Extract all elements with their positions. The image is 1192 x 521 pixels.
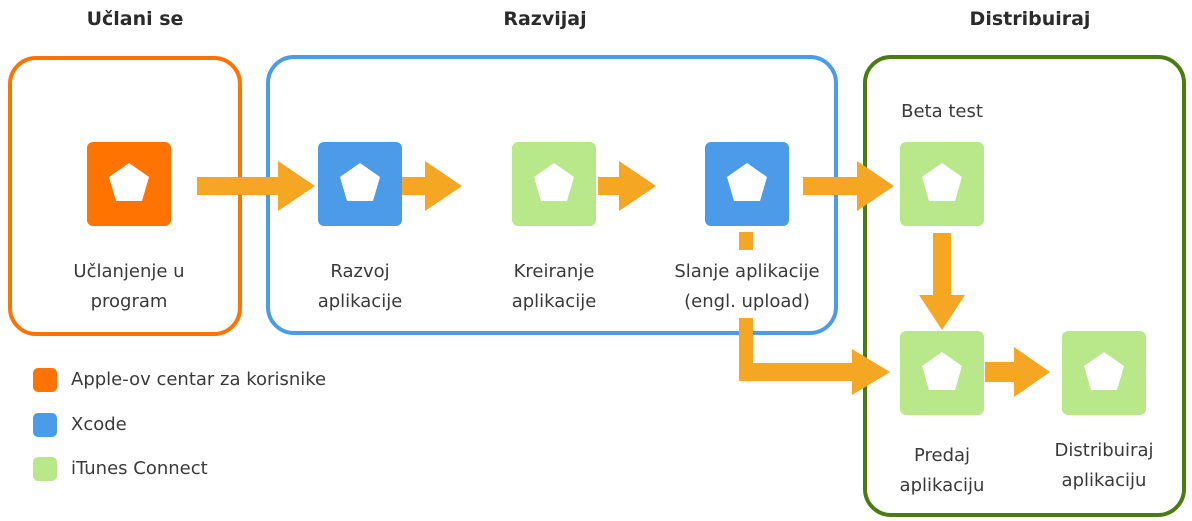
legend-label-xcode: Xcode [71,414,127,435]
heading-develop: Razvijaj [503,8,587,30]
app-creation-label: Kreiranje aplikacije [489,257,619,317]
app-creation-tile [512,142,596,226]
beta-test-label: Beta test [901,101,983,122]
membership-label: Učlanjenje u program [44,257,214,317]
app-development-label-line1: Razvoj [330,261,390,282]
arrow-upload-to-submit [739,318,890,395]
pentagon-icon [727,163,767,201]
membership-label-line2: program [90,291,168,312]
join-group-box [8,56,242,336]
legend-label-itunes-connect: iTunes Connect [71,458,208,479]
app-creation-label-line1: Kreiranje [513,261,595,282]
heading-join: Učlani se [86,8,184,30]
distribute-app-label-line2: aplikaciju [1061,470,1147,491]
distribute-app-label-line1: Distribuiraj [1054,440,1154,461]
app-development-tile [318,142,402,226]
submit-app-label: Predaj aplikaciju [877,441,1007,501]
submit-app-label-line1: Predaj [913,445,971,466]
app-creation-label-line2: aplikacije [511,291,597,312]
distribute-app-label: Distribuiraj aplikaciju [1034,436,1174,496]
app-development-label: Razvoj aplikacije [295,257,425,317]
app-upload-label-line2: (engl. upload) [684,291,810,312]
submit-app-tile [900,331,984,415]
app-upload-label-line1: Slanje aplikacije [674,261,820,282]
arrow-submit-to-distribute [985,347,1050,397]
arrow-upload-to-beta [803,161,894,211]
distribute-group-box [863,55,1186,517]
membership-label-line1: Učlanjenje u [73,261,185,282]
pentagon-icon [922,352,962,390]
heading-distribute: Distribuiraj [969,8,1091,30]
arrow-upload-dash [739,232,753,250]
app-upload-label: Slanje aplikacije (engl. upload) [655,257,839,317]
legend-swatch-xcode [33,413,57,437]
legend-label-developer-center: Apple-ov centar za korisnike [71,369,327,390]
arrow-creation-to-upload [598,161,656,211]
legend-swatch-itunes-connect [33,457,57,481]
arrow-beta-to-submit [919,233,965,330]
arrow-membership-to-development [197,161,315,211]
submit-app-label-line2: aplikaciju [899,475,985,496]
beta-test-tile [900,142,984,226]
legend-swatch-developer-center [33,368,57,392]
pentagon-icon [109,163,149,201]
pentagon-icon [534,163,574,201]
app-development-label-line2: aplikacije [317,291,403,312]
distribute-app-tile [1062,331,1146,415]
arrow-development-to-creation [402,161,462,211]
pentagon-icon [340,163,380,201]
app-upload-tile [705,142,789,226]
membership-tile [87,142,171,226]
pentagon-icon [1084,352,1124,390]
pentagon-icon [922,163,962,201]
